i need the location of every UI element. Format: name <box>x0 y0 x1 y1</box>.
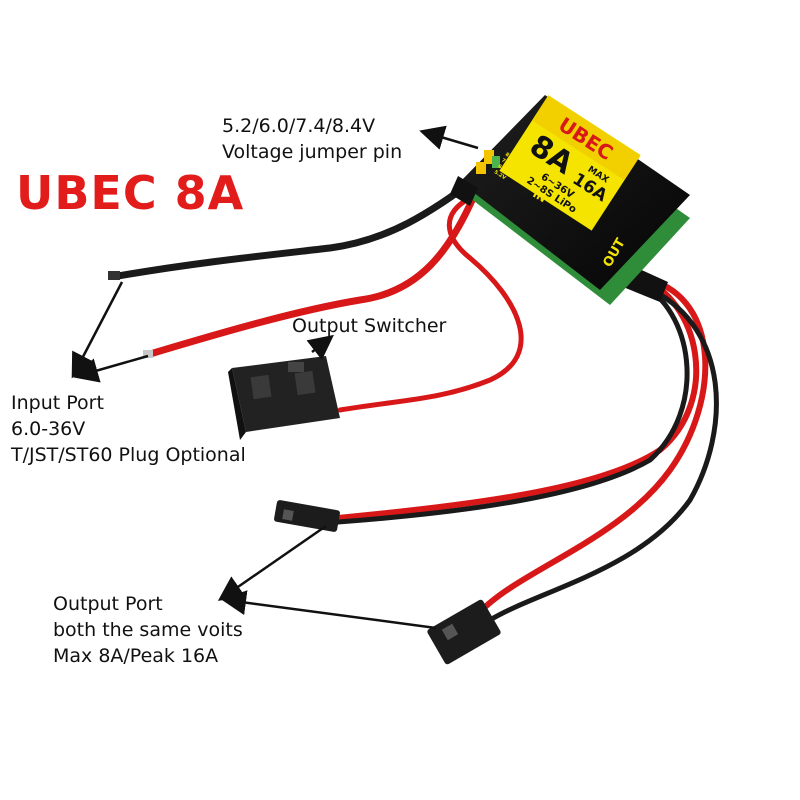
output-port-label: Output Port <box>53 593 163 615</box>
input-wire-tip-red <box>143 350 153 358</box>
servo-connector-2 <box>427 599 501 665</box>
product-title: UBEC 8A <box>16 166 245 220</box>
output-port-annotation: Output Port both the same voits Max 8A/P… <box>53 591 243 669</box>
output-arrow-2 <box>221 590 437 630</box>
input-arrow-1 <box>71 281 124 379</box>
board-in: IN <box>531 187 549 205</box>
output-switch <box>228 356 340 440</box>
yellow-label <box>499 95 641 231</box>
jumper-label-2: 7.4V <box>500 158 514 170</box>
input-plug-options: T/JST/ST60 Plug Optional <box>11 444 246 466</box>
jumper-label-3: 6.0V <box>497 163 511 175</box>
voltage-jumper-annotation: 5.2/6.0/7.4/8.4V Voltage jumper pin <box>222 113 402 165</box>
voltage-jumper-label: Voltage jumper pin <box>222 141 403 163</box>
output-switcher-annotation: Output Switcher <box>292 313 446 339</box>
output-arrow-1 <box>217 524 327 601</box>
switch-wire <box>337 195 524 413</box>
switch-arrow <box>306 334 334 361</box>
input-wire-tip <box>108 271 120 280</box>
input-black-wire <box>114 178 476 280</box>
input-port-label: Input Port <box>11 392 104 414</box>
voltage-arrow <box>419 125 479 150</box>
output-red-wire-2 <box>477 277 709 615</box>
servo-connector-1 <box>274 500 340 532</box>
jumper-pins <box>476 150 500 174</box>
ubec-board: UBEC 8A MAX 16A 6~36V 2~8S LiPo IN OUT 8… <box>450 95 690 305</box>
jumper-label-1: 8.4V <box>504 152 518 164</box>
input-arrow-2 <box>73 354 149 383</box>
output-black-wire-2 <box>487 287 719 623</box>
heatshrink-in <box>450 176 478 206</box>
output-black-wire-1 <box>335 283 690 525</box>
input-red-wire <box>146 192 478 358</box>
jumper-label-4: 5.2V <box>493 169 507 181</box>
voltage-values: 5.2/6.0/7.4/8.4V <box>222 115 376 137</box>
input-voltage-range: 6.0-36V <box>11 418 86 440</box>
output-same-volts: both the same voits <box>53 619 243 641</box>
input-port-annotation: Input Port 6.0-36V T/JST/ST60 Plug Optio… <box>11 390 246 468</box>
output-current-rating: Max 8A/Peak 16A <box>53 645 219 667</box>
switcher-label: Output Switcher <box>292 315 447 337</box>
